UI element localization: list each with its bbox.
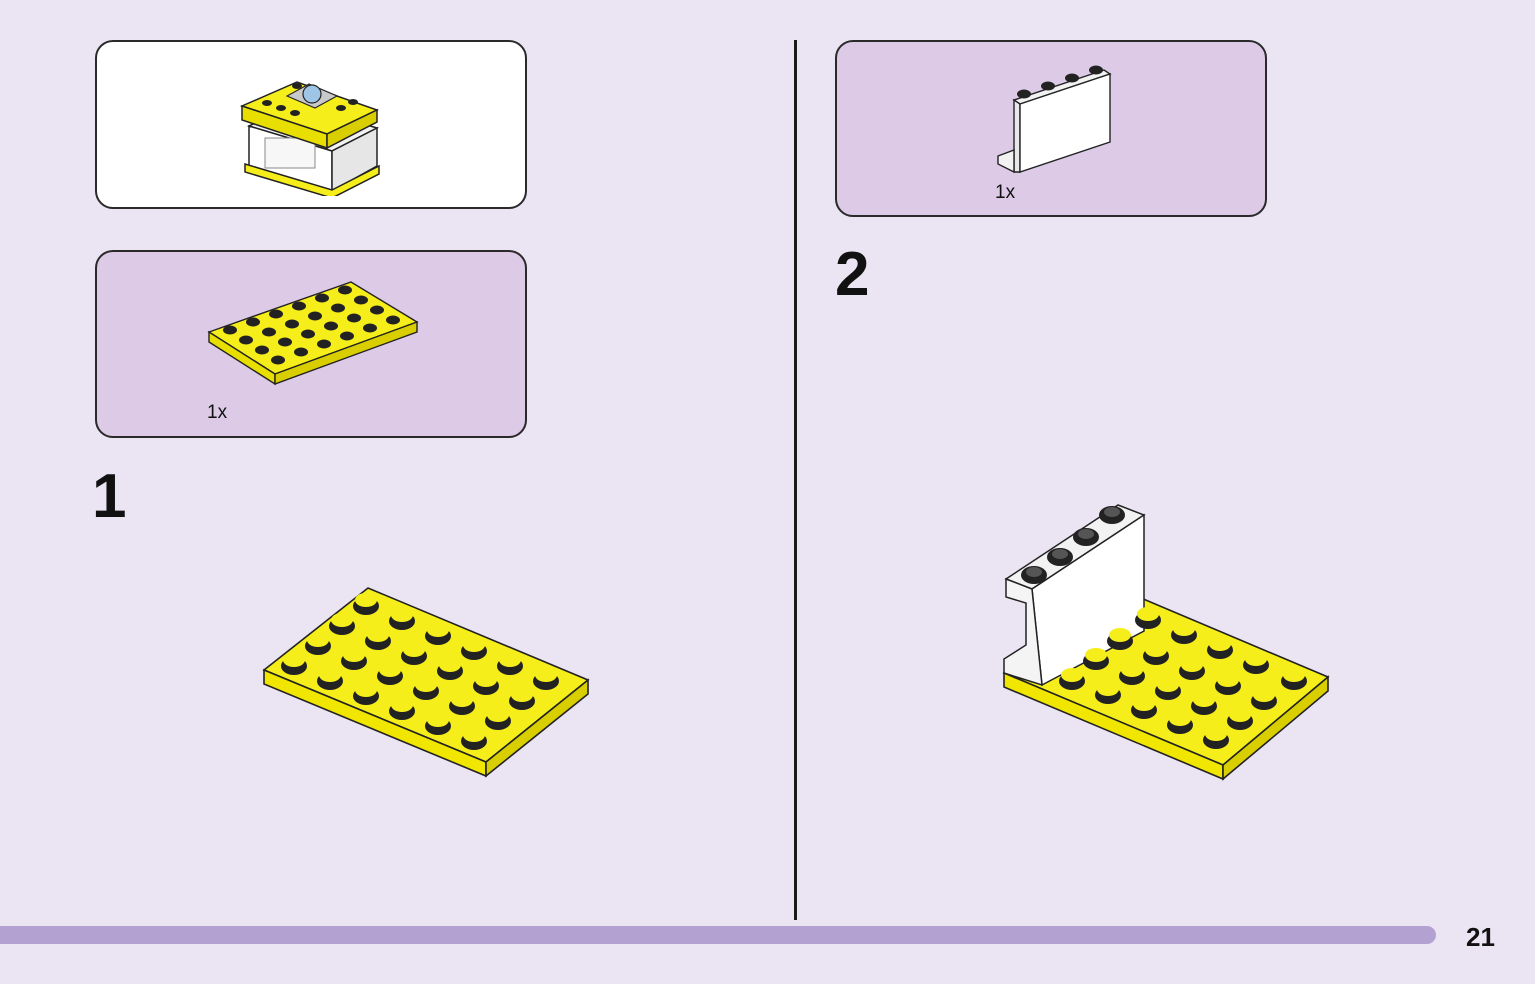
subassembly-model-illustration [239, 81, 380, 196]
step1-build-illustration [262, 587, 590, 778]
page-number: 21 [1466, 922, 1495, 952]
step2-number: 2 [835, 240, 870, 309]
step1-number: 1 [92, 462, 127, 531]
page-divider [794, 40, 797, 920]
page-progress-bar [0, 926, 1436, 944]
step2-parts-panel: 1x [835, 40, 1267, 217]
step2-part-panel-1x4-white [997, 65, 1112, 174]
step2-build-illustration [1002, 504, 1330, 781]
step1-parts-panel: 1x [95, 250, 527, 438]
step2-part-quantity: 1x [995, 182, 1016, 203]
step1-part-quantity: 1x [207, 402, 228, 423]
subassembly-callout [95, 40, 527, 209]
step1-part-plate-4x6-yellow [207, 281, 419, 386]
